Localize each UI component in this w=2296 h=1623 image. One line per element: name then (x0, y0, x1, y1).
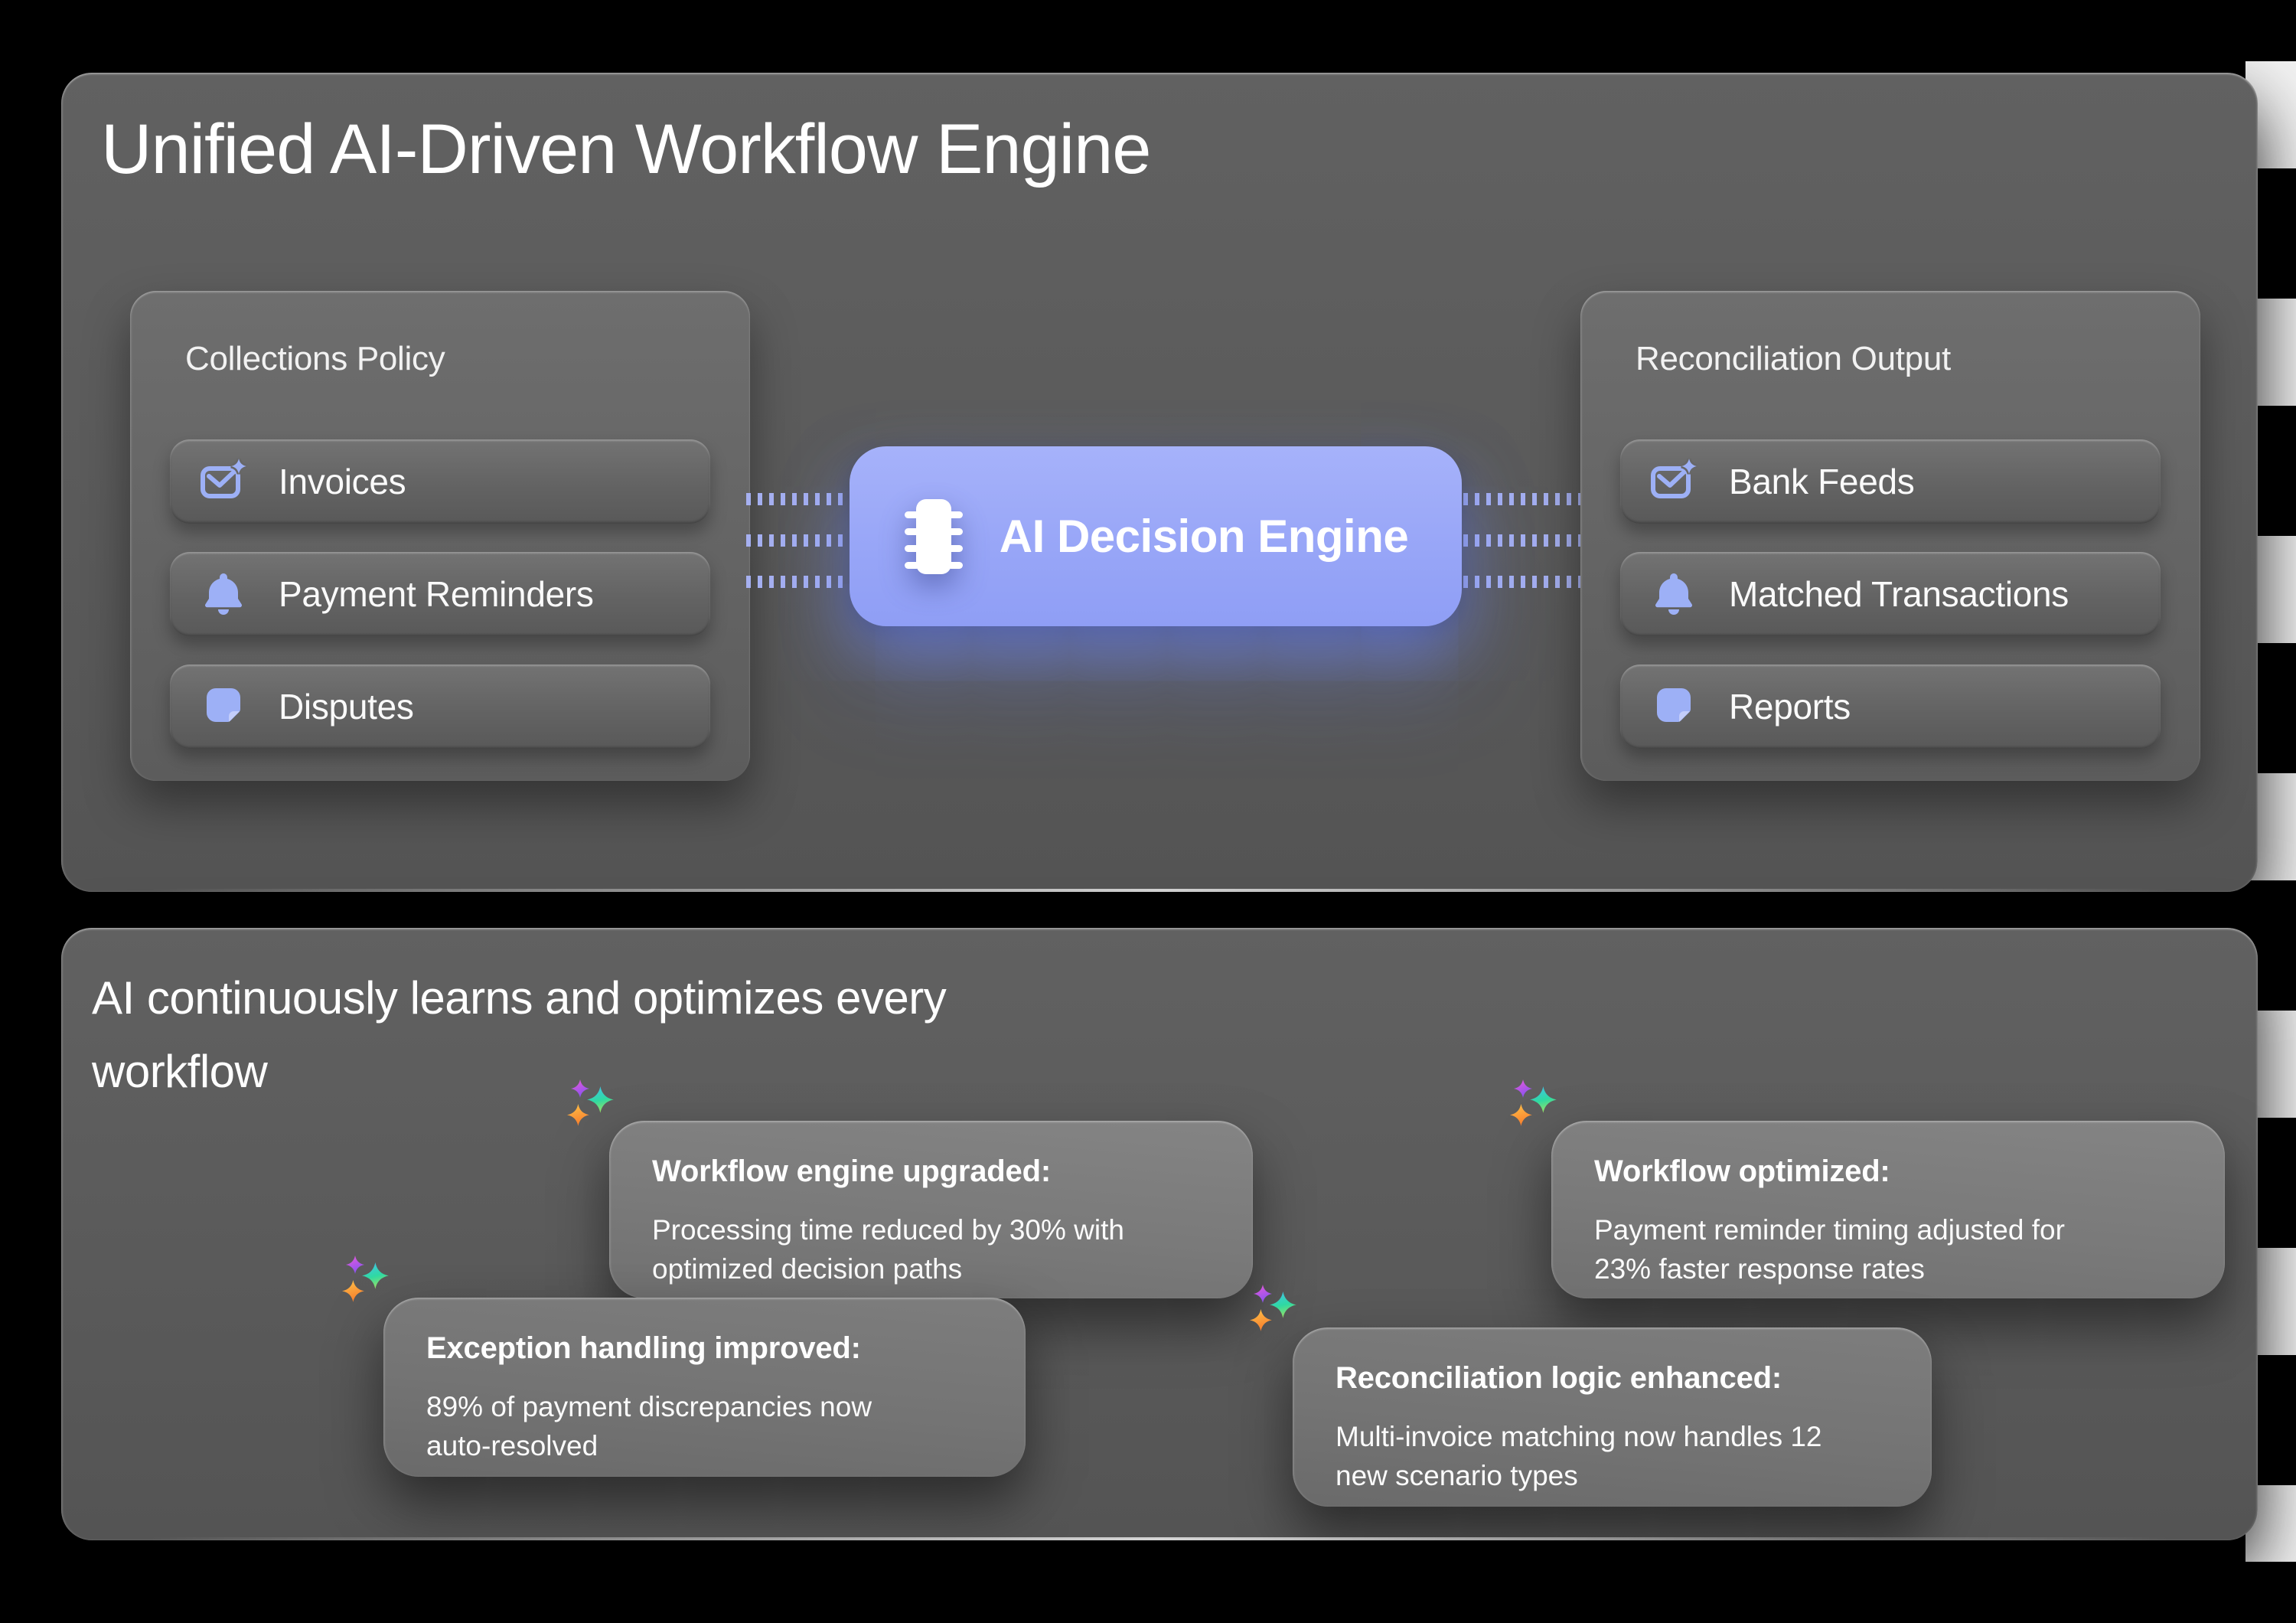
chip-icon (904, 498, 963, 574)
note-icon (1657, 688, 1691, 723)
heading-line: workflow (92, 1046, 268, 1097)
heading-line: AI continuously learns and optimizes eve… (92, 972, 947, 1024)
list-item-label: Matched Transactions (1729, 574, 2069, 614)
tooltip-body-line: new scenario types (1336, 1460, 1578, 1491)
ai-sparkles-icon (342, 1256, 389, 1302)
tooltip-body-line: Payment reminder timing adjusted for (1594, 1214, 2065, 1246)
engine-label: AI Decision Engine (999, 511, 1409, 562)
list-item-label: Invoices (279, 462, 406, 501)
tooltip-exception-handling-improved: Exception handling improved: 89% of paym… (383, 1298, 1026, 1477)
tooltip-workflow-optimized: Workflow optimized: Payment reminder tim… (1551, 1121, 2225, 1298)
tooltip-title: Workflow engine upgraded: (652, 1154, 1051, 1188)
bell-icon (204, 573, 243, 615)
list-item-label: Bank Feeds (1729, 462, 1915, 501)
tooltip-title: Exception handling improved: (426, 1331, 861, 1365)
ai-sparkles-icon (1250, 1285, 1296, 1331)
page-title: Unified AI-Driven Workflow Engine (101, 110, 1151, 188)
tooltip-title: Workflow optimized: (1594, 1154, 1890, 1188)
bell-icon (1655, 573, 1693, 615)
list-item-matched-transactions: Matched Transactions (1620, 552, 2161, 636)
list-item-payment-reminders: Payment Reminders (170, 552, 710, 636)
connector-dashed-line (746, 576, 850, 588)
tooltip-body-line: 89% of payment discrepancies now (426, 1391, 872, 1422)
tooltip-body-line: auto-resolved (426, 1430, 598, 1461)
list-item-reports: Reports (1620, 665, 2161, 749)
list-item-label: Reports (1729, 687, 1851, 727)
list-item-label: Disputes (279, 687, 414, 727)
tooltip-reconciliation-logic-enhanced: Reconciliation logic enhanced: Multi-inv… (1293, 1327, 1932, 1507)
tooltip-workflow-engine-upgraded: Workflow engine upgraded: Processing tim… (609, 1121, 1253, 1298)
list-item-bank-feeds: Bank Feeds (1620, 439, 2161, 524)
reconciliation-output-card: Reconciliation Output Bank Feeds Matched… (1580, 291, 2200, 781)
connector-dashed-line (1463, 576, 1580, 588)
tooltip-title: Reconciliation logic enhanced: (1336, 1361, 1782, 1395)
mail-sparkle-icon (201, 458, 247, 498)
list-item-invoices: Invoices (170, 439, 710, 524)
list-item-label: Payment Reminders (279, 574, 594, 614)
tooltip-body-line: 23% faster response rates (1594, 1253, 1925, 1285)
mail-sparkle-icon (1651, 458, 1698, 498)
connector-dashed-line (1463, 493, 1580, 505)
collections-policy-list: Invoices Payment Reminders Disputes (170, 439, 710, 777)
ai-decision-engine-node: AI Decision Engine (850, 446, 1462, 626)
connector-dashed-line (1463, 534, 1580, 547)
ai-learning-panel: AI continuously learns and optimizes eve… (61, 928, 2258, 1540)
tooltip-body-line: Multi-invoice matching now handles 12 (1336, 1421, 1822, 1452)
reconciliation-output-list: Bank Feeds Matched Transactions Reports (1620, 439, 2161, 777)
connector-dashed-line (746, 534, 850, 547)
list-item-disputes: Disputes (170, 665, 710, 749)
collections-policy-card: Collections Policy Invoices Payment Remi… (130, 291, 750, 781)
connector-dashed-line (746, 493, 850, 505)
tooltip-body-line: optimized decision paths (652, 1253, 963, 1285)
ai-sparkles-icon (1510, 1079, 1557, 1126)
tooltip-body-line: Processing time reduced by 30% with (652, 1214, 1124, 1246)
section-heading: AI continuously learns and optimizes eve… (92, 962, 947, 1109)
workflow-engine-panel: Unified AI-Driven Workflow Engine Collec… (61, 73, 2258, 892)
note-icon (207, 688, 241, 723)
ai-sparkles-icon (567, 1079, 614, 1126)
card-title: Reconciliation Output (1636, 340, 1951, 377)
card-title: Collections Policy (185, 340, 445, 377)
